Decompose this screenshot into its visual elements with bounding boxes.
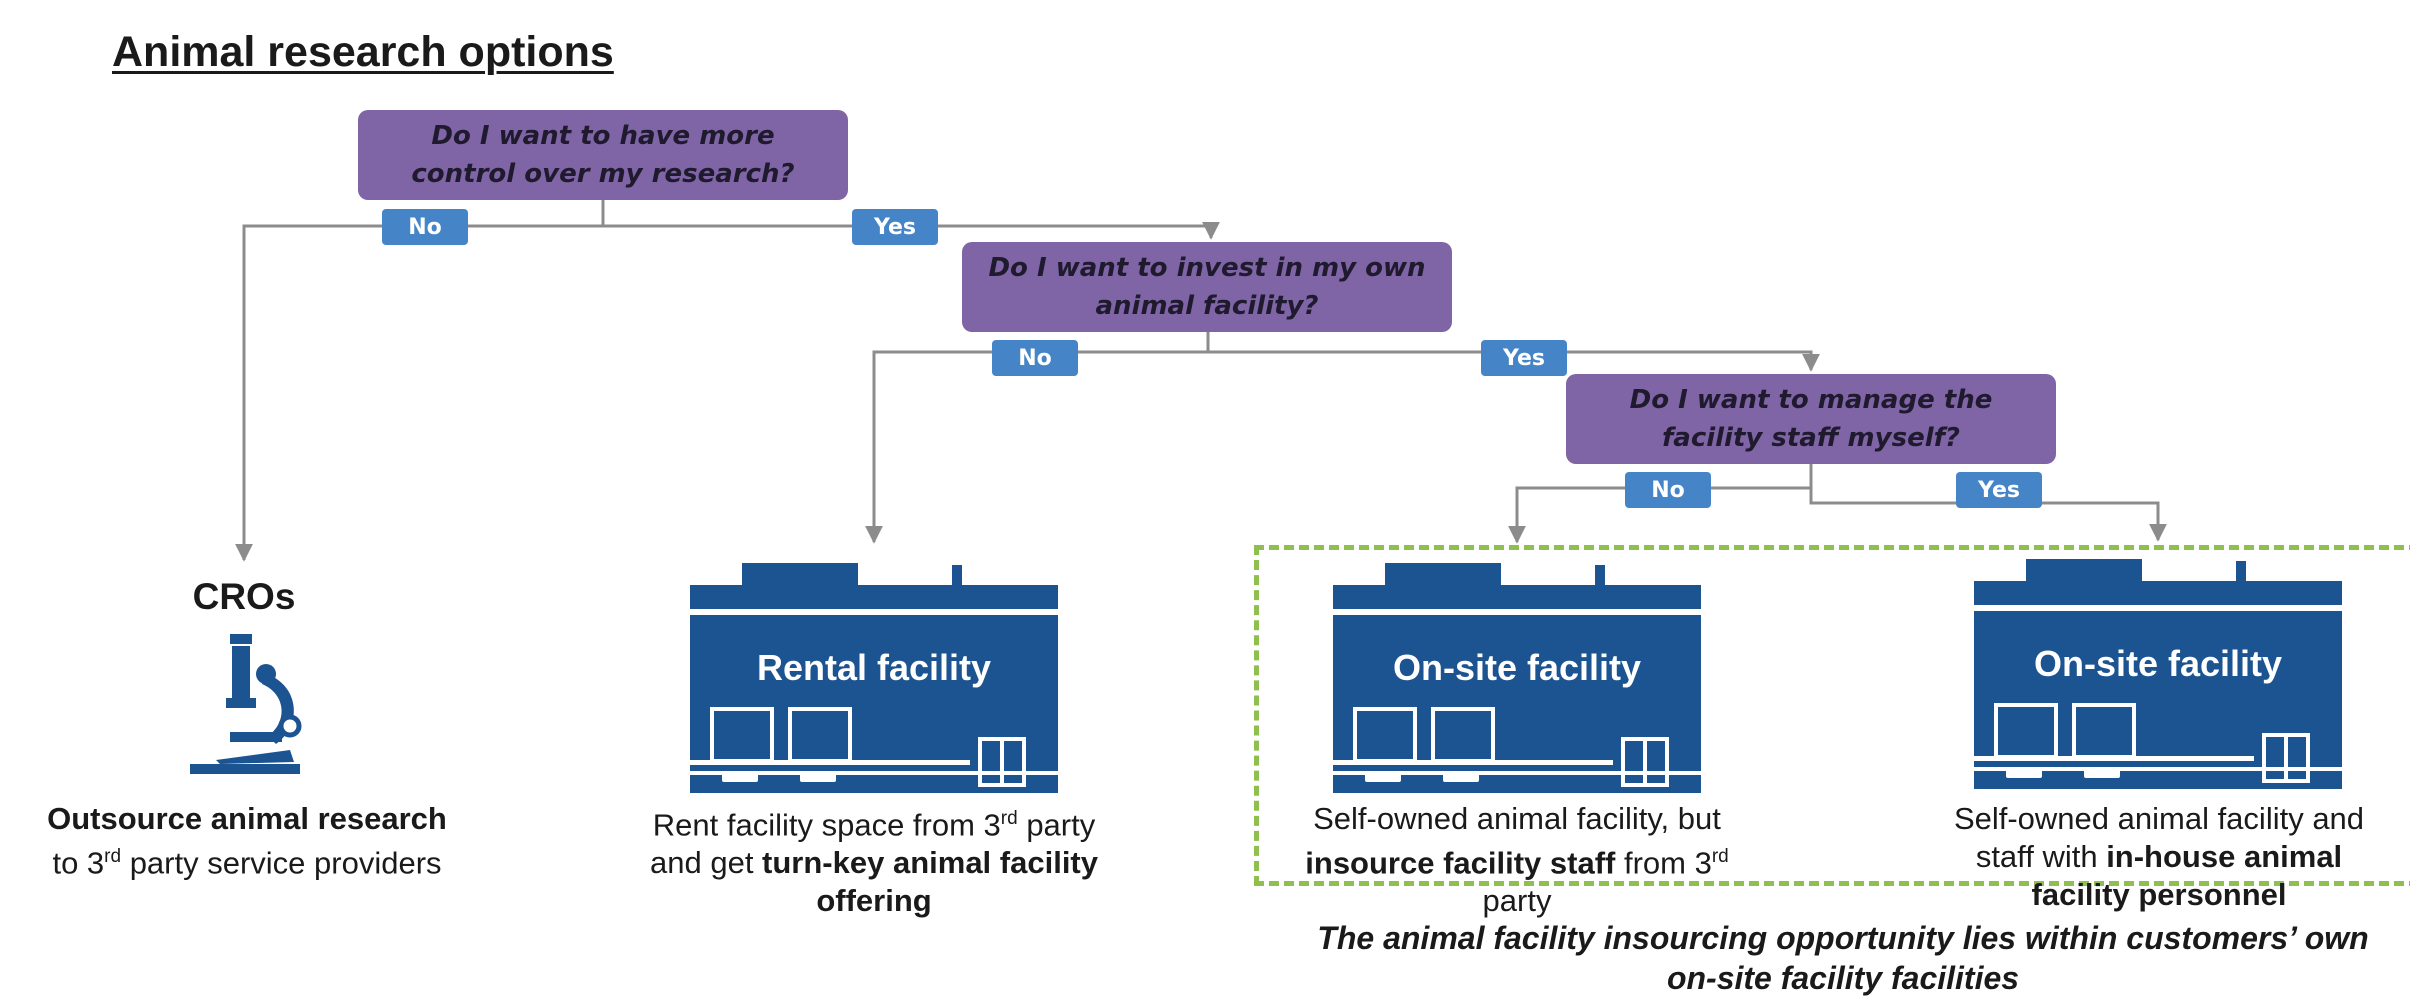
answer-tag-q3-no: No [1625, 472, 1711, 508]
q3-no-connector [1508, 486, 1811, 544]
onsite-inhouse-building-icon: On-site facility [1974, 559, 2342, 789]
answer-tag-q2-yes: Yes [1481, 340, 1567, 376]
answer-tag-q1-no: No [382, 209, 468, 245]
option-onsite-inhouse-description: Self-owned animal facility and staff wit… [1953, 801, 2365, 912]
onsite-inhouse-label: On-site facility [2033, 643, 2283, 684]
rental-facility-label: Rental facility [756, 647, 992, 688]
answer-tag-q3-yes: Yes [1956, 472, 2042, 508]
question-control: Do I want to have more control over my r… [358, 110, 848, 200]
insourcing-opportunity-note: The animal facility insourcing opportuni… [1317, 920, 2369, 996]
question-manage-staff: Do I want to manage the facility staff m… [1566, 374, 2056, 464]
page-title: Animal research options [112, 28, 614, 76]
option-cros-description: Outsource animal research to 3rd party s… [47, 801, 447, 881]
microscope-icon [190, 634, 302, 774]
onsite-facility-building-icon: On-site facility [1333, 563, 1701, 793]
q2-no-connector [865, 350, 1208, 544]
answer-tag-q2-no: No [992, 340, 1078, 376]
question-invest: Do I want to invest in my own animal fac… [962, 242, 1452, 332]
rental-facility-building-icon: Rental facility [690, 563, 1058, 793]
option-cros-label: CROs [192, 576, 296, 617]
answer-tag-q1-yes: Yes [852, 209, 938, 245]
q1-no-connector [235, 224, 603, 562]
q1-yes-connector [603, 221, 1220, 240]
q2-yes-connector [1208, 350, 1820, 372]
option-onsite-outsourced-description: Self-owned animal facility, but insource… [1305, 801, 1729, 919]
option-rental-description: Rent facility space from 3rd party and g… [650, 807, 1098, 919]
onsite-facility-label: On-site facility [1392, 647, 1642, 688]
insourcing-opportunity-highlight [1254, 545, 2410, 886]
